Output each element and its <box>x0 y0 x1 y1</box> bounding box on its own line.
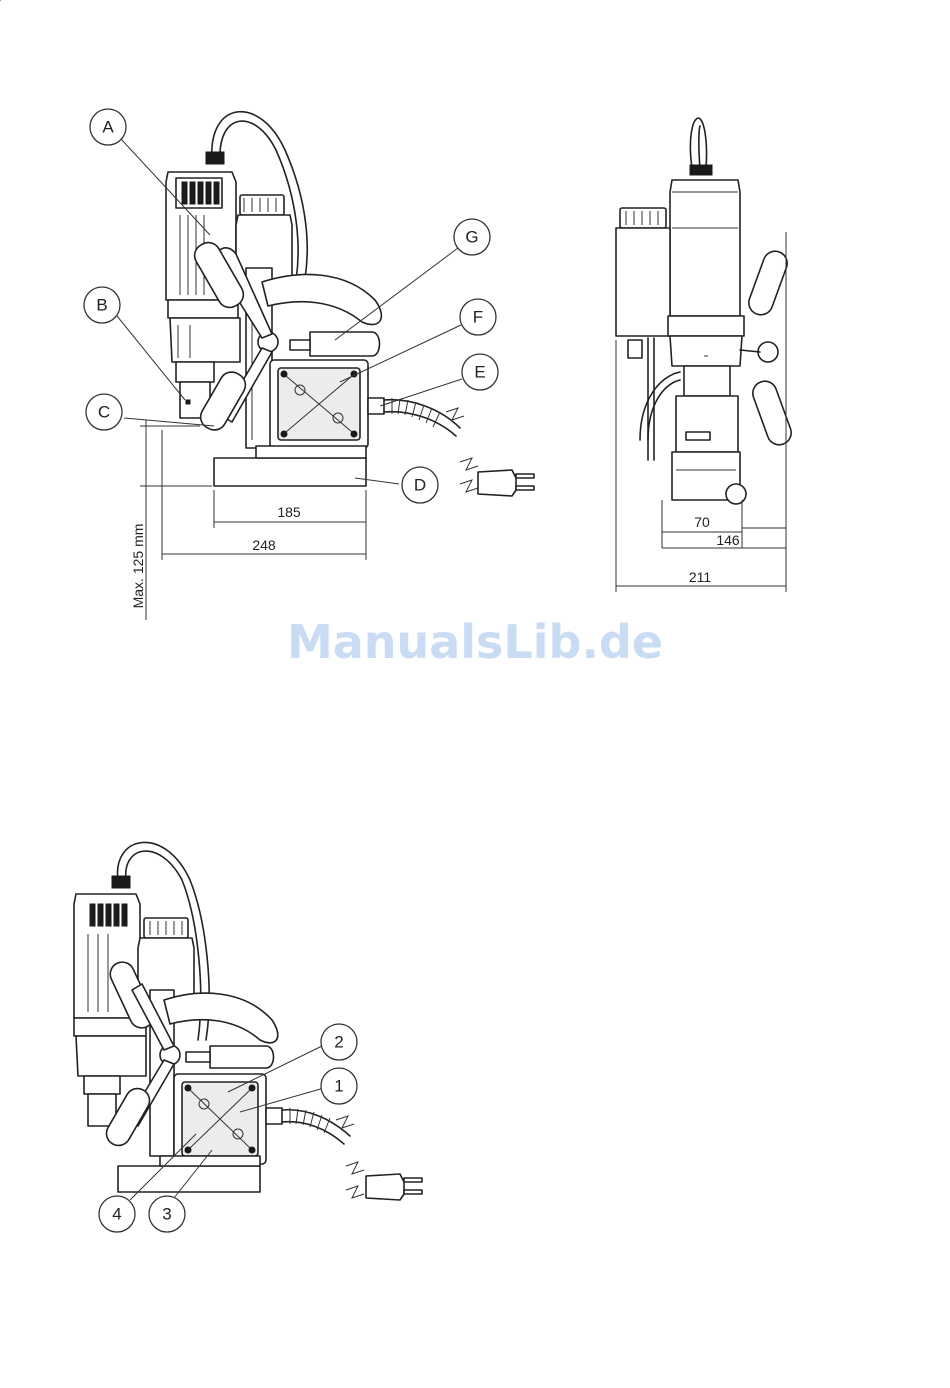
drill-controls-figure <box>74 842 422 1200</box>
dimension-146: 146 <box>716 532 740 548</box>
callout-4: 4 <box>99 1196 135 1232</box>
callout-1: 1 <box>321 1068 357 1104</box>
callout-F: F <box>460 299 496 335</box>
callout-label-A: A <box>102 118 114 137</box>
callout-label-G: G <box>465 228 478 247</box>
dimension-185: 185 <box>277 504 301 520</box>
callout-label-C: C <box>98 403 110 422</box>
callout-C: C <box>86 394 122 430</box>
dimension-max-stroke: Max. 125 mm <box>130 524 146 609</box>
callout-A: A <box>90 109 126 145</box>
dimension-70: 70 <box>694 514 710 530</box>
callout-G: G <box>454 219 490 255</box>
callout-D: D <box>402 467 438 503</box>
dimension-248: 248 <box>252 537 276 553</box>
callout-label-D: D <box>414 476 426 495</box>
callout-3: 3 <box>149 1196 185 1232</box>
callout-2: 2 <box>321 1024 357 1060</box>
callout-label-4: 4 <box>112 1205 121 1224</box>
dimension-211: 211 <box>689 569 712 585</box>
callout-B: B <box>84 287 120 323</box>
callout-label-F: F <box>473 308 483 327</box>
callout-label-2: 2 <box>334 1033 343 1052</box>
callout-E: E <box>462 354 498 390</box>
callout-label-1: 1 <box>334 1077 343 1096</box>
callout-label-E: E <box>474 363 485 382</box>
callout-label-3: 3 <box>162 1205 171 1224</box>
drill-front-view-figure <box>0 0 795 592</box>
watermark-text: ManualsLib.de <box>287 615 663 669</box>
callout-label-B: B <box>96 296 107 315</box>
